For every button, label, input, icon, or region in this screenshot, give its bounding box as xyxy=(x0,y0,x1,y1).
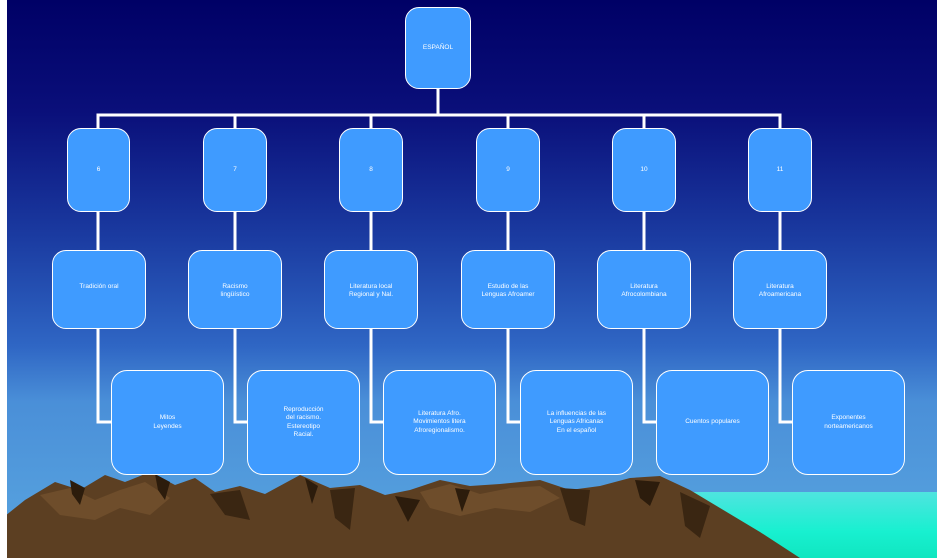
topic-node-6: Tradición oral xyxy=(52,250,146,329)
connector-grade-9-content xyxy=(506,327,522,424)
mountain-highlight xyxy=(420,484,560,516)
grade-node-7: 7 xyxy=(203,128,267,212)
topic-node-7: Racismo lingüístico xyxy=(188,250,282,329)
content-node-9: La influencias de las Lenguas Africanas … xyxy=(520,370,633,475)
content-node-7: Reproducción del racismo. Estereotipo Ra… xyxy=(247,370,360,475)
connector-grade-6-content xyxy=(96,327,113,424)
root-node: ESPAÑOL xyxy=(405,7,471,89)
grade-node-8: 8 xyxy=(339,128,403,212)
content-node-6: Mitos Leyendes xyxy=(111,370,224,475)
grade-node-9: 9 xyxy=(476,128,540,212)
connector-grade-7-content xyxy=(233,327,249,424)
topic-node-11: Literatura Afroamericana xyxy=(733,250,827,329)
mountain-range xyxy=(0,472,800,558)
topic-node-10: Literatura Afrocolombiana xyxy=(597,250,691,329)
grade-node-11: 11 xyxy=(748,128,812,212)
connector-grade-10-content xyxy=(642,327,658,424)
mountain-landscape xyxy=(0,472,800,558)
topic-node-8: Literatura local Regional y Nal. xyxy=(324,250,418,329)
content-node-10: Cuentos populares xyxy=(656,370,769,475)
left-border xyxy=(0,0,7,558)
connector-grade-8-content xyxy=(369,327,385,424)
grade-node-6: 6 xyxy=(67,128,130,212)
content-node-8: Literatura Afro. Movimientos litera Afro… xyxy=(383,370,496,475)
right-border xyxy=(937,0,944,558)
content-node-11: Exponentes norteamericanos xyxy=(792,370,905,475)
connector-grade-11-content xyxy=(778,327,794,424)
topic-node-9: Estudio de las Lenguas Afroamer xyxy=(461,250,555,329)
grade-node-10: 10 xyxy=(612,128,676,212)
mountain-shadow xyxy=(210,488,710,538)
